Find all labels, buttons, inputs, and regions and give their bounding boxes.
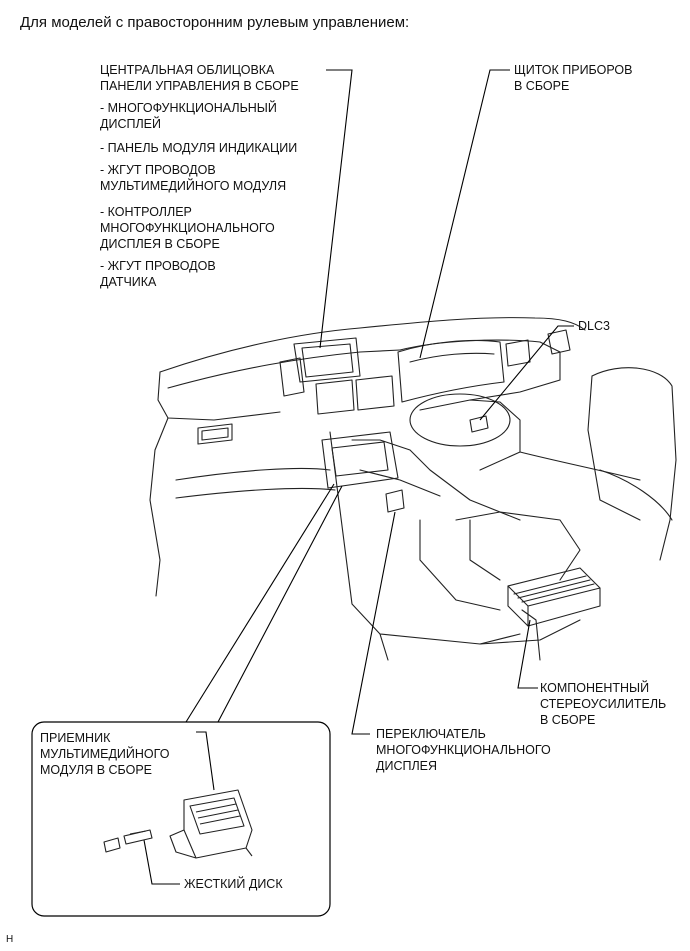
label-sensor-harness: - ЖГУТ ПРОВОДОВ ДАТЧИКА xyxy=(100,259,216,289)
display-switch xyxy=(385,489,405,513)
label-indicator-panel: - ПАНЕЛЬ МОДУЛЯ ИНДИКАЦИИ xyxy=(100,141,298,155)
leader-dlc3 xyxy=(479,325,574,421)
leader-hard-disk xyxy=(143,839,180,885)
receiver-detail xyxy=(183,789,253,859)
dashboard-outline xyxy=(159,317,586,373)
leader-center-cluster xyxy=(319,69,353,349)
label-display-switch: ПЕРЕКЛЮЧАТЕЛЬ МНОГОФУНКЦИОНАЛЬНОГО ДИСПЛ… xyxy=(376,727,551,773)
page-header: Для моделей с правосторонним рулевым упр… xyxy=(20,14,410,31)
label-combination-meter: ЩИТОК ПРИБОРОВ В СБОРЕ xyxy=(514,63,633,93)
receiver-installed xyxy=(321,431,399,489)
detail-callout-box xyxy=(31,721,331,917)
label-dlc3: DLC3 xyxy=(578,319,610,333)
multifunction-display xyxy=(293,337,361,383)
label-multimedia-receiver: ПРИЕМНИК МУЛЬТИМЕДИЙНОГО МОДУЛЯ В СБОРЕ xyxy=(40,731,170,777)
leader-stereo-amplifier xyxy=(517,619,538,689)
leader-combination-meter xyxy=(419,69,510,359)
leader-display-switch xyxy=(351,511,396,735)
label-stereo-amplifier: КОМПОНЕНТНЫЙ СТЕРЕОУСИЛИТЕЛЬ В СБОРЕ xyxy=(540,681,667,727)
dlc3-connector xyxy=(469,415,489,433)
leader-receiver-label xyxy=(196,731,215,791)
label-center-cluster: ЦЕНТРАЛЬНАЯ ОБЛИЦОВКА ПАНЕЛИ УПРАВЛЕНИЯ … xyxy=(100,63,299,93)
leader-receiver-left xyxy=(185,483,335,723)
leader-receiver-right xyxy=(217,485,343,723)
label-multifunction-display: - МНОГОФУНКЦИОНАЛЬНЫЙ ДИСПЛЕЙ xyxy=(100,101,277,131)
stereo-amplifier xyxy=(507,567,601,627)
label-hard-disk: ЖЕСТКИЙ ДИСК xyxy=(184,877,283,891)
label-display-controller: - КОНТРОЛЛЕР МНОГОФУНКЦИОНАЛЬНОГО ДИСПЛЕ… xyxy=(100,205,275,251)
combination-meter xyxy=(397,339,505,403)
figure-code: H xyxy=(6,934,14,945)
label-multimedia-harness: - ЖГУТ ПРОВОДОВ МУЛЬТИМЕДИЙНОГО МОДУЛЯ xyxy=(100,163,287,193)
